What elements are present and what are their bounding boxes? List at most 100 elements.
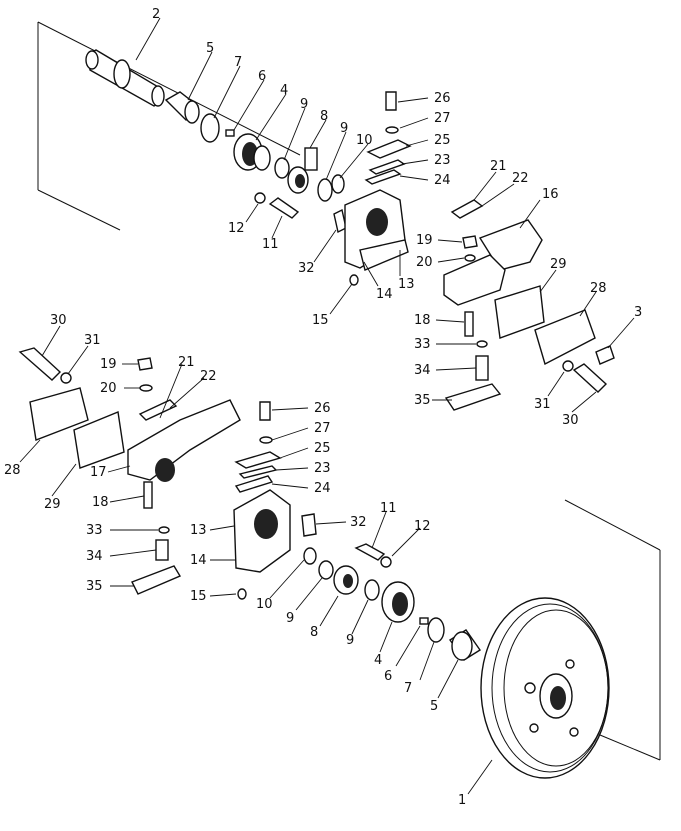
callout-26: 26 <box>434 91 451 106</box>
part-pin-15-lower <box>237 588 247 600</box>
callout-32: 32 <box>298 261 315 276</box>
part-bolt-26-lower <box>259 401 271 421</box>
callout-34: 34 <box>86 549 103 564</box>
part-ring <box>274 157 290 179</box>
callout-33: 33 <box>414 337 431 352</box>
callout-6: 6 <box>384 669 392 684</box>
callout-22: 22 <box>200 369 217 384</box>
callout-4: 4 <box>374 653 382 668</box>
callout-3: 3 <box>634 305 642 320</box>
callout-28: 28 <box>590 281 607 296</box>
part-bolt-3 <box>595 345 615 365</box>
part-o-ring <box>200 113 220 143</box>
callout-30: 30 <box>50 313 67 328</box>
callout-17: 17 <box>90 465 107 480</box>
part-ring-7-lower <box>427 617 445 643</box>
callout-18: 18 <box>92 495 109 510</box>
part-ring-33-lower <box>158 526 170 534</box>
part-sleeve-34 <box>475 355 489 381</box>
part-spring-plates-29-lower <box>73 411 125 469</box>
part-cover-28-lower <box>29 387 89 441</box>
part-bolt <box>268 197 300 219</box>
callout-15: 15 <box>312 313 329 328</box>
part-washer-12-lower <box>380 556 392 568</box>
part-block <box>333 208 347 234</box>
callouts-top: 2 5 7 6 4 9 8 9 10 12 11 32 26 27 25 23 … <box>152 7 642 428</box>
callout-8: 8 <box>310 625 318 640</box>
callout-20: 20 <box>100 381 117 396</box>
part-clip-21-lower <box>138 399 178 421</box>
reference-plane-top-left <box>37 21 301 231</box>
part-bolt-11-lower <box>354 543 386 561</box>
callouts-bottom: 30 31 19 21 22 20 26 27 25 23 24 28 17 2… <box>4 313 466 808</box>
part-bracket-13-lower <box>233 489 291 573</box>
part-block-32-lower <box>301 513 317 537</box>
callout-28: 28 <box>4 463 21 478</box>
part-housing-17 <box>127 399 241 482</box>
callout-22: 22 <box>512 171 529 186</box>
part-bushing-5-lower <box>449 629 481 661</box>
part-collar-4-lower <box>381 581 415 623</box>
callout-12: 12 <box>228 221 245 236</box>
callout-24: 24 <box>314 481 331 496</box>
part-ring-large <box>331 174 345 194</box>
part-bushing <box>164 91 200 124</box>
part-seal-8-lower <box>333 565 359 595</box>
part-pin <box>225 129 235 137</box>
callout-13: 13 <box>398 277 415 292</box>
callout-31: 31 <box>534 397 551 412</box>
callout-20: 20 <box>416 255 433 270</box>
part-cover <box>534 309 596 366</box>
part-ring <box>317 178 333 202</box>
part-base-35 <box>444 383 502 411</box>
callout-25: 25 <box>314 441 331 456</box>
part-housing <box>443 219 543 306</box>
callout-34: 34 <box>414 363 431 378</box>
callout-4: 4 <box>280 83 288 98</box>
part-ring-33 <box>476 340 488 348</box>
callout-30: 30 <box>562 413 579 428</box>
part-nut-19-lower <box>137 357 153 371</box>
part-sleeve-34-lower <box>155 539 169 561</box>
callout-31: 31 <box>84 333 101 348</box>
part-pin-6-lower <box>419 617 429 625</box>
callout-10: 10 <box>356 133 373 148</box>
callout-10: 10 <box>256 597 273 612</box>
callout-27: 27 <box>434 111 451 126</box>
part-washer-31-lower <box>60 372 72 384</box>
callout-11: 11 <box>262 237 279 252</box>
part-base-35-lower <box>131 565 182 595</box>
callout-7: 7 <box>404 681 412 696</box>
part-spring-plates <box>494 285 545 339</box>
part-seal <box>287 147 318 194</box>
callout-9: 9 <box>346 633 354 648</box>
callout-24: 24 <box>434 173 451 188</box>
part-shaft <box>85 49 165 107</box>
callout-1: 1 <box>458 793 466 808</box>
callout-19: 19 <box>416 233 433 248</box>
callout-14: 14 <box>376 287 393 302</box>
callout-14: 14 <box>190 553 207 568</box>
part-plate-25-lower <box>234 451 282 469</box>
leader-lines <box>19 17 635 795</box>
part-idler-wheel <box>480 597 610 779</box>
callout-16: 16 <box>542 187 559 202</box>
callout-27: 27 <box>314 421 331 436</box>
part-plate-24-lower <box>234 475 274 493</box>
callout-12: 12 <box>414 519 431 534</box>
callout-23: 23 <box>434 153 451 168</box>
part-plate-25 <box>366 139 412 159</box>
part-clip <box>450 199 484 219</box>
part-washer <box>254 192 266 204</box>
callout-29: 29 <box>550 257 567 272</box>
callout-29: 29 <box>44 497 61 512</box>
part-ring-9-lower-a <box>318 560 334 580</box>
callout-6: 6 <box>258 69 266 84</box>
callout-9: 9 <box>300 97 308 112</box>
callout-23: 23 <box>314 461 331 476</box>
callout-5: 5 <box>430 699 438 714</box>
part-washer-31 <box>562 360 574 372</box>
part-washer-20 <box>464 254 476 262</box>
part-washer-27-lower <box>259 436 273 444</box>
part-bolt-30 <box>572 363 608 393</box>
